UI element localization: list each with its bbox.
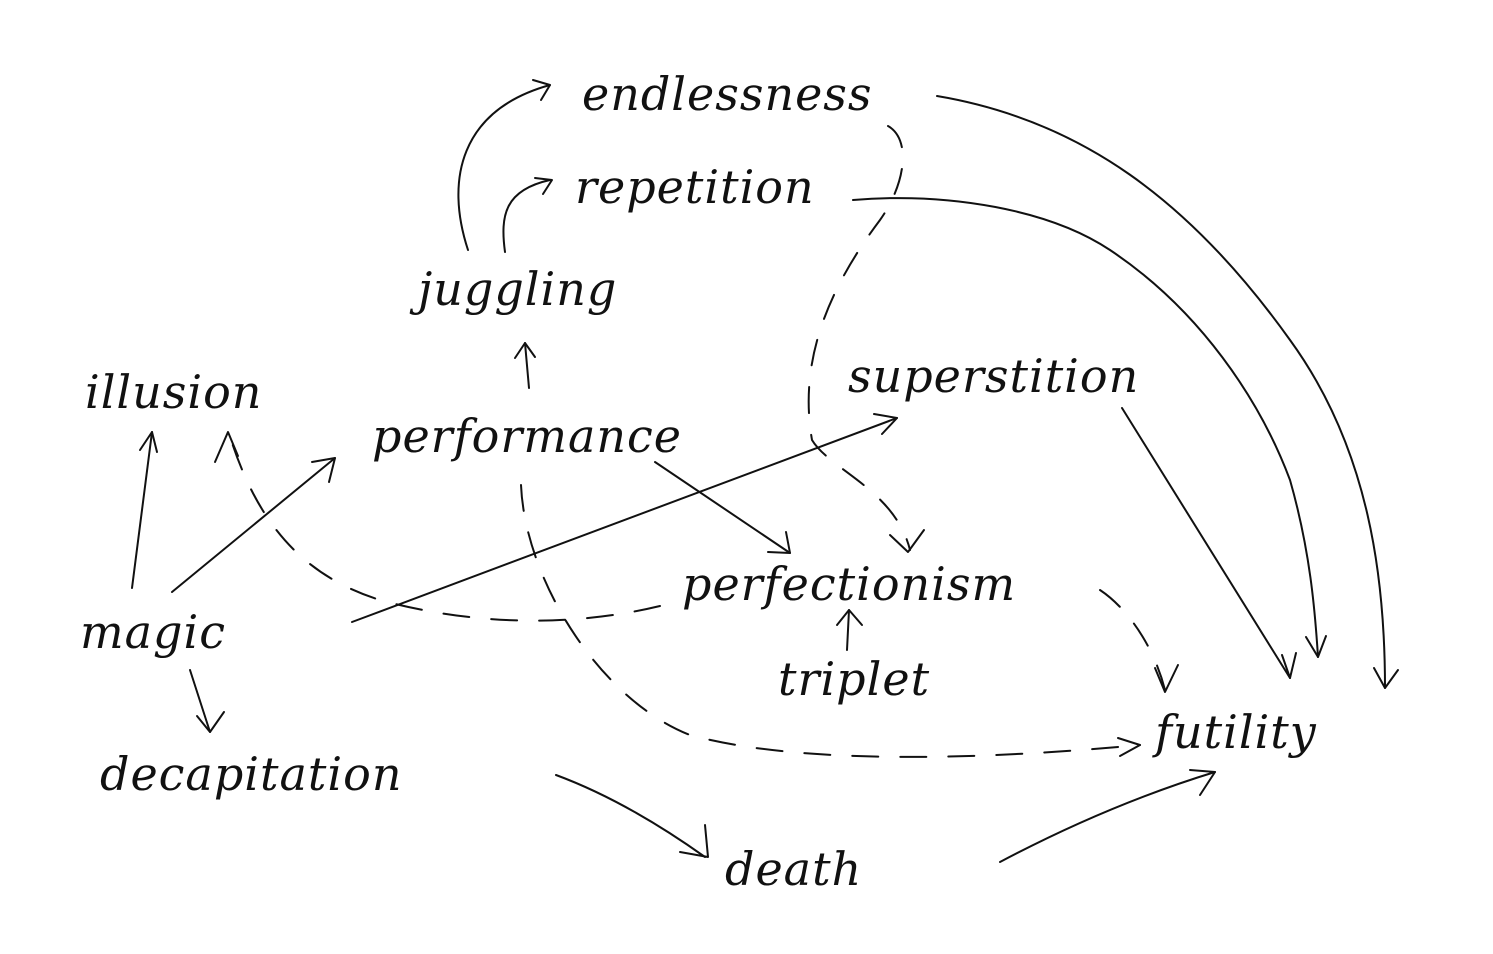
node-decapitation: decapitation (100, 747, 402, 801)
node-juggling: juggling (409, 262, 617, 316)
node-triplet: triplet (778, 652, 930, 706)
edge-magic-decapitation-arrowhead (196, 711, 225, 733)
node-illusion: illusion (85, 365, 262, 419)
node-magic: magic (80, 605, 226, 659)
edge-endlessness-perfectionism (807, 125, 911, 551)
edge-performance-perfectionism-arrowhead (767, 531, 791, 554)
node-superstition: superstition (848, 349, 1139, 403)
edge-magic-illusion (131, 431, 153, 589)
edge-death-futility-arrowhead (1189, 769, 1216, 796)
edge-magic-performance-arrowhead (311, 457, 336, 483)
edge-triplet-perfectionism-arrowhead (836, 609, 863, 626)
edge-juggling-repetition (502, 179, 551, 253)
edge-superstition-futility (1121, 407, 1291, 679)
edge-decapitation-death-arrowhead (679, 824, 709, 858)
edge-magic-performance (171, 457, 336, 593)
node-death: death (725, 842, 862, 896)
node-futility: futility (1152, 705, 1317, 759)
edge-perfectionism-illusion (227, 429, 661, 622)
edge-juggling-endlessness-arrowhead (532, 79, 551, 101)
edge-repetition-futility (852, 197, 1319, 658)
node-perfectionism: perfectionism (682, 557, 1016, 611)
edge-repetition-futility-arrowhead (1305, 635, 1327, 658)
edge-performance-juggling (524, 342, 530, 389)
edge-triplet-perfectionism (846, 609, 850, 651)
edge-perfectionism-futility-arrowhead (1154, 664, 1179, 693)
edge-superstition-futility-arrowhead (1281, 652, 1297, 679)
edge-performance-perfectionism (654, 461, 791, 554)
edge-juggling-endlessness (457, 84, 551, 251)
edge-perfectionism-illusion-arrowhead (214, 431, 239, 463)
edge-endlessness-perfectionism-arrowhead (889, 529, 925, 553)
edge-magic-superstition-arrowhead (873, 413, 898, 435)
edge-death-futility (999, 771, 1216, 863)
node-performance: performance (372, 409, 682, 463)
node-endlessness: endlessness (582, 67, 873, 121)
edge-magic-superstition (351, 417, 898, 623)
edge-performance-juggling-arrowhead (514, 342, 536, 359)
edge-juggling-repetition-arrowhead (534, 177, 553, 195)
edge-performance-futility-arrowhead (1117, 737, 1141, 757)
edge-magic-illusion-arrowhead (139, 431, 158, 453)
edge-decapitation-death (555, 774, 706, 858)
edge-magic-decapitation (189, 669, 211, 733)
edge-performance-futility (520, 484, 1141, 758)
edge-endlessness-futility-arrowhead (1373, 667, 1399, 689)
node-repetition: repetition (575, 160, 815, 214)
edge-endlessness-futility (936, 95, 1386, 689)
edge-perfectionism-futility (1099, 589, 1166, 691)
